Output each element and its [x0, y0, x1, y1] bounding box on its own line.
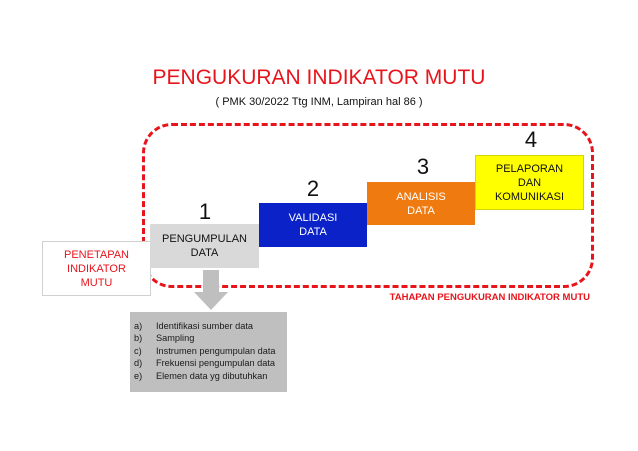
- start-box-label: PENETAPAN INDIKATOR MUTU: [64, 248, 129, 289]
- start-box-penetapan-indikator-mutu: PENETAPAN INDIKATOR MUTU: [42, 241, 151, 296]
- list-item-text: Sampling: [156, 333, 195, 344]
- list-item-text: Identifikasi sumber data: [156, 321, 254, 331]
- list-item-text: Instrumen pengumpulan data: [156, 345, 276, 356]
- step-number-4: 4: [524, 127, 538, 152]
- step-box-label: ANALISIS DATA: [396, 190, 446, 217]
- frame-label: TAHAPAN PENGUKURAN INDIKATOR MUTU: [389, 292, 590, 303]
- step-box-pelaporan-dan-komunikasi: PELAPORAN DAN KOMUNIKASI: [475, 155, 584, 210]
- list-item-marker: d): [134, 358, 143, 369]
- list-item: a) Identifikasi sumber data: [134, 320, 283, 332]
- step-number-1: 1: [198, 199, 212, 224]
- step-box-label: VALIDASI DATA: [288, 212, 338, 238]
- stages-dashed-frame: [142, 123, 594, 288]
- step-box-label: PELAPORAN DAN KOMUNIKASI: [494, 162, 565, 203]
- page-title: PENGUKURAN INDIKATOR MUTU: [152, 66, 486, 89]
- list-item-text: Frekuensi pengumpulan data: [156, 358, 276, 369]
- list-item-marker: b): [134, 333, 143, 344]
- list-item-marker: e): [134, 370, 143, 381]
- detail-list: a) Identifikasi sumber data b) Sampling c) In…: [134, 320, 283, 382]
- list-item: e) Elemen data yg dibutuhkan: [134, 370, 283, 382]
- list-item-text: Elemen data yg dibutuhkan: [156, 370, 268, 381]
- step-box-validasi-data: VALIDASI DATA: [259, 203, 367, 247]
- step-number-3: 3: [416, 154, 430, 179]
- list-item: c) Instrumen pengumpulan data: [134, 345, 283, 357]
- step-number-2: 2: [306, 176, 320, 201]
- list-item-marker: c): [134, 345, 142, 356]
- list-item: b) Sampling: [134, 332, 283, 344]
- list-item: d) Frekuensi pengumpulan data: [134, 357, 283, 369]
- page-subtitle: ( PMK 30/2022 Ttg INM, Lampiran hal 86 ): [215, 96, 423, 108]
- list-item-marker: a): [134, 321, 143, 331]
- data-collection-details-box: a) Identifikasi sumber data b) Sampling c) In…: [130, 312, 287, 392]
- step-box-analisis-data: ANALISIS DATA: [367, 182, 475, 225]
- step-box-label: PENGUMPULAN DATA: [162, 233, 247, 259]
- step-box-pengumpulan-data: PENGUMPULAN DATA: [150, 224, 259, 268]
- down-arrow-icon: [194, 270, 228, 310]
